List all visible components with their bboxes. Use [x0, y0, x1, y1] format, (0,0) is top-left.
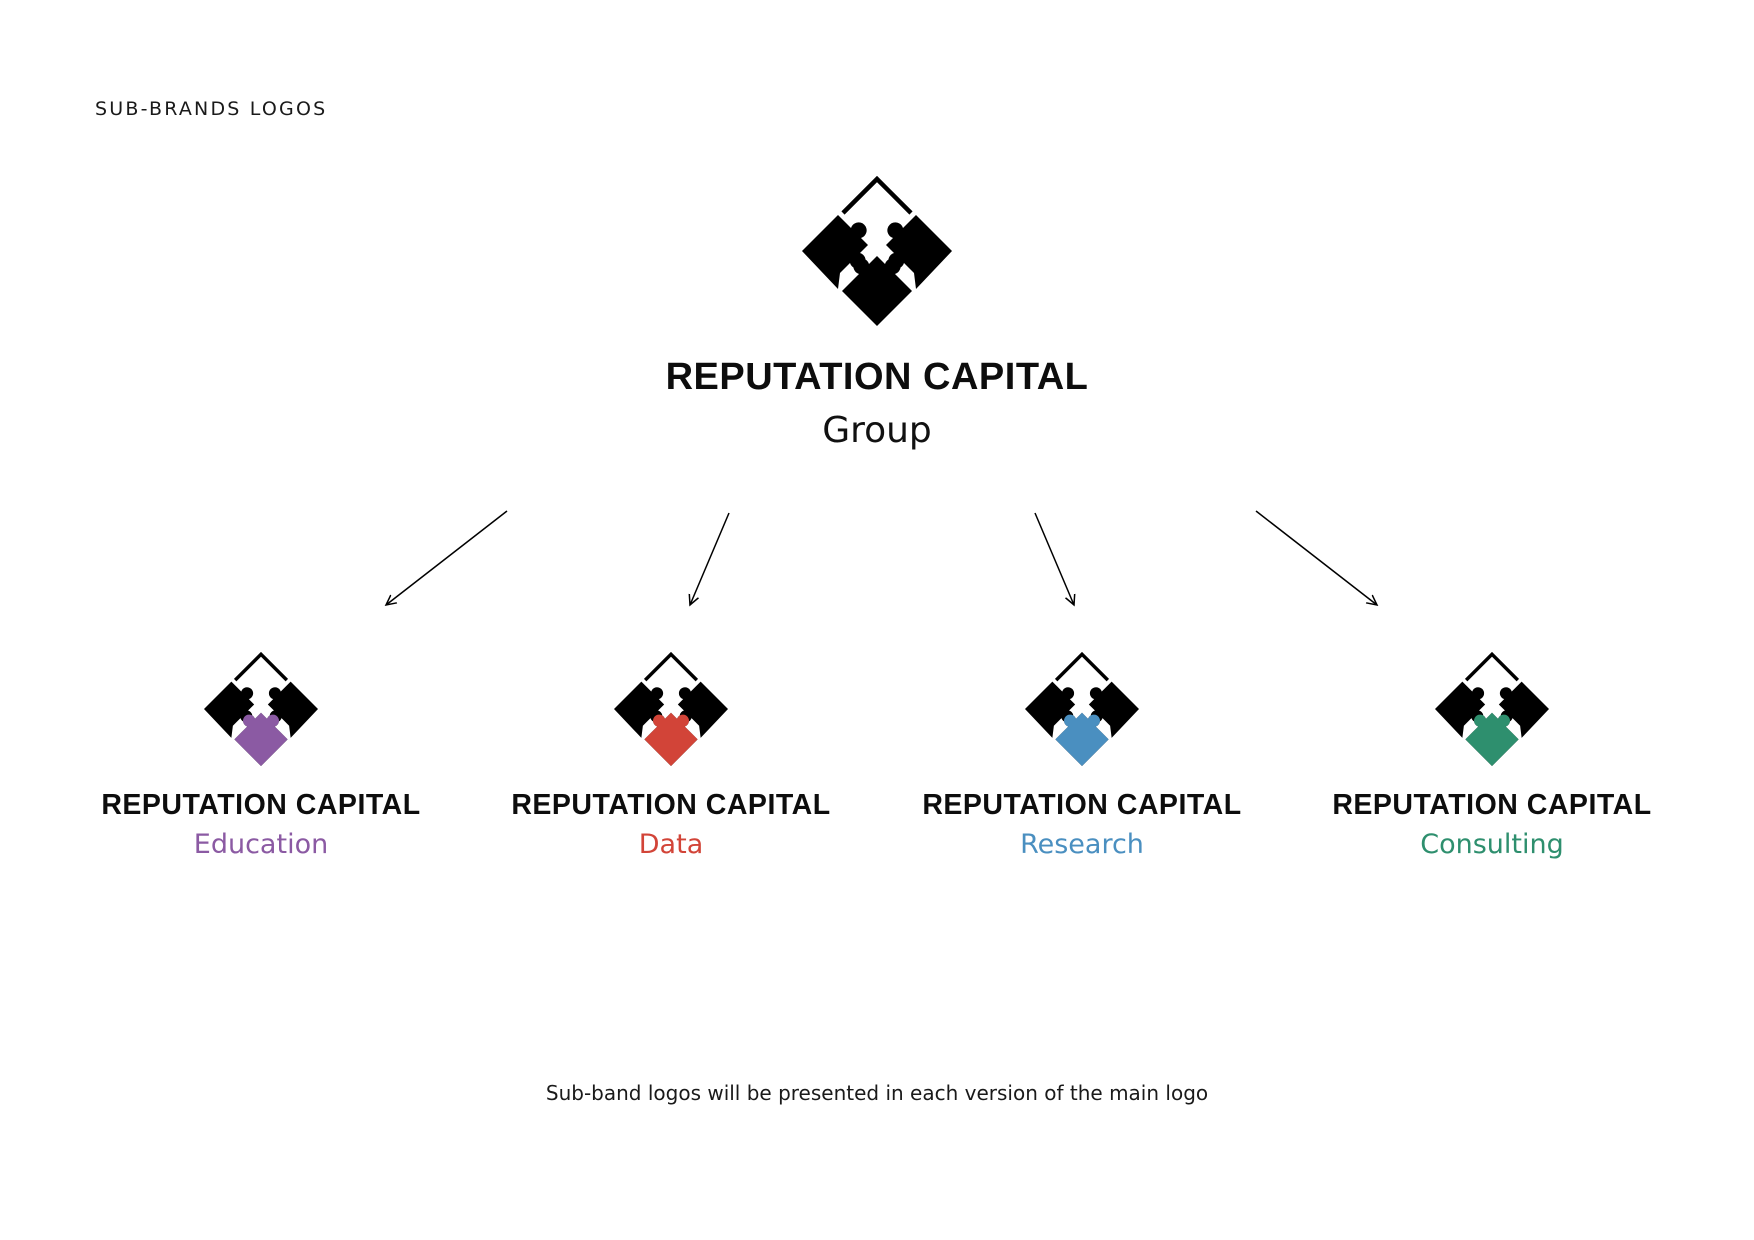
main-brand-subtitle: Group: [822, 410, 932, 451]
sub-brand-consulting: REPUTATION CAPITAL Consulting: [1292, 652, 1692, 862]
sub-brand-name: REPUTATION CAPITAL: [922, 789, 1242, 821]
main-brand-name: REPUTATION CAPITAL: [665, 356, 1089, 398]
sub-brand-education: REPUTATION CAPITAL Education: [61, 652, 461, 862]
sub-brand-name: REPUTATION CAPITAL: [101, 789, 421, 821]
sub-brand-data: REPUTATION CAPITAL Data: [471, 652, 871, 862]
arrow-education: [386, 510, 508, 605]
arrow-consulting: [1255, 510, 1377, 605]
puzzle-diamond-icon: [614, 652, 728, 766]
section-title: SUB-BRANDS LOGOS: [95, 98, 328, 120]
arrow-data: [690, 512, 730, 605]
puzzle-diamond-icon: [802, 176, 952, 326]
sub-brand-label: Education: [193, 829, 329, 860]
sub-brand-name: REPUTATION CAPITAL: [1332, 789, 1652, 821]
main-logo: REPUTATION CAPITAL Group: [0, 176, 1754, 452]
sub-brand-name: REPUTATION CAPITAL: [511, 789, 831, 821]
footnote: Sub-band logos will be presented in each…: [545, 1081, 1209, 1105]
puzzle-diamond-icon: [1435, 652, 1549, 766]
arrow-research: [1034, 512, 1074, 605]
puzzle-diamond-icon: [204, 652, 318, 766]
puzzle-diamond-icon: [1025, 652, 1139, 766]
sub-brand-label: Consulting: [1420, 829, 1564, 860]
sub-brand-label: Research: [1020, 829, 1144, 860]
sub-brand-label: Data: [638, 829, 704, 860]
sub-brand-research: REPUTATION CAPITAL Research: [882, 652, 1282, 862]
